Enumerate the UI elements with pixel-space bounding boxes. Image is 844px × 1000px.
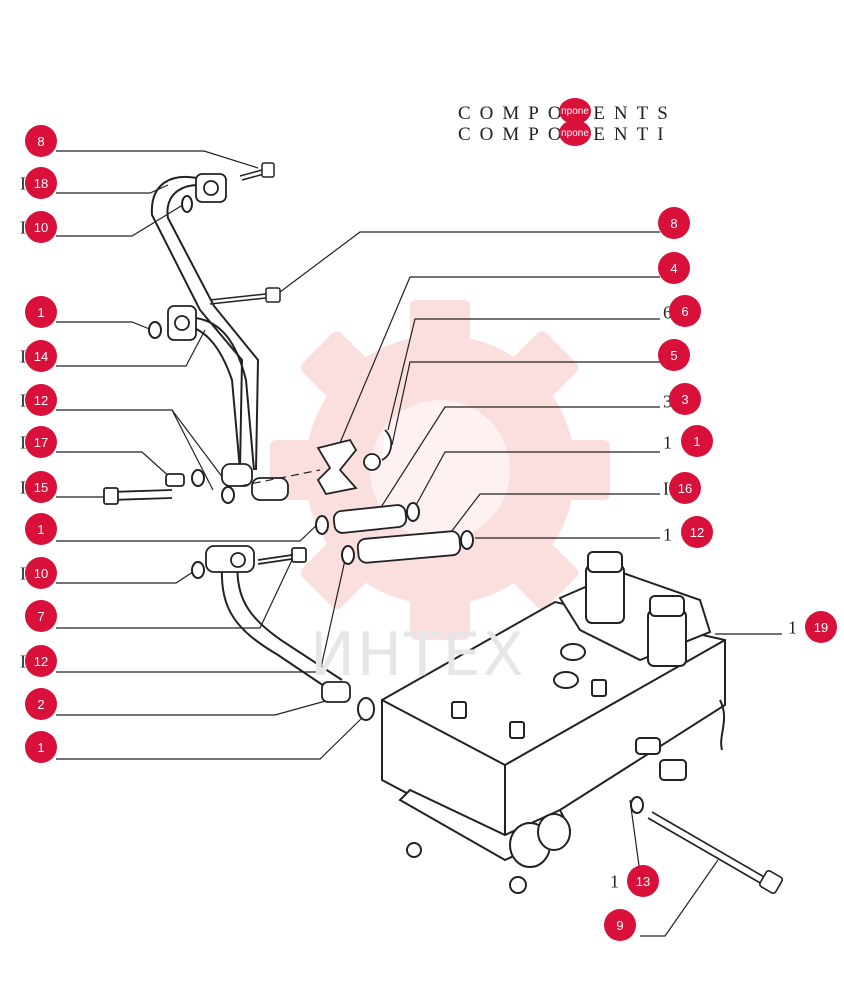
ghost-label: I bbox=[20, 346, 26, 367]
callout-part-18[interactable]: 18 bbox=[25, 167, 57, 199]
ghost-label: I bbox=[20, 432, 26, 453]
callout-part-1[interactable]: 1 bbox=[25, 296, 57, 328]
callout-part-7[interactable]: 7 bbox=[25, 600, 57, 632]
ghost-label: I bbox=[663, 478, 669, 499]
callout-part-10[interactable]: 10 bbox=[25, 211, 57, 243]
ghost-label: I bbox=[20, 390, 26, 411]
callout-part-4[interactable]: 4 bbox=[658, 252, 690, 284]
lower-pipe bbox=[220, 559, 343, 691]
ghost-label: I bbox=[20, 477, 26, 498]
center-line bbox=[239, 469, 321, 487]
title-overlay-dot-2: npone bbox=[559, 120, 591, 146]
title-overlay-dot-1: npone bbox=[559, 98, 591, 124]
bolts-upper bbox=[209, 162, 281, 305]
long-bolt bbox=[647, 811, 783, 894]
callout-part-3[interactable]: 3 bbox=[669, 383, 701, 415]
callout-part-12[interactable]: 12 bbox=[25, 384, 57, 416]
callout-part-19[interactable]: 19 bbox=[805, 611, 837, 643]
callout-part-5[interactable]: 5 bbox=[658, 339, 690, 371]
ghost-label: 1 bbox=[788, 617, 797, 638]
ghost-label: I bbox=[20, 651, 26, 672]
callout-part-15[interactable]: 15 bbox=[25, 471, 57, 503]
callout-part-13[interactable]: 13 bbox=[627, 865, 659, 897]
callout-part-1[interactable]: 1 bbox=[25, 731, 57, 763]
ghost-label: 1 bbox=[610, 871, 619, 892]
ghost-label: 3 bbox=[663, 391, 672, 412]
leader-lines bbox=[56, 150, 782, 937]
callout-part-10[interactable]: 10 bbox=[25, 557, 57, 589]
ghost-label: 1 bbox=[663, 524, 672, 545]
lower-flange bbox=[205, 545, 351, 703]
upper-flange bbox=[167, 173, 227, 341]
callout-part-6[interactable]: 6 bbox=[669, 295, 701, 327]
callout-part-8[interactable]: 8 bbox=[658, 207, 690, 239]
clip-and-clamp bbox=[316, 429, 392, 496]
callout-part-12[interactable]: 12 bbox=[681, 516, 713, 548]
callout-part-8[interactable]: 8 bbox=[25, 125, 57, 157]
callout-part-1[interactable]: 1 bbox=[681, 425, 713, 457]
o-rings bbox=[148, 195, 644, 814]
callout-part-9[interactable]: 9 bbox=[604, 909, 636, 941]
watermark-text: ИНТЕХ bbox=[310, 620, 526, 690]
sleeves bbox=[332, 504, 462, 564]
ghost-label: I bbox=[20, 217, 26, 238]
connector-fittings bbox=[103, 463, 289, 505]
callout-part-14[interactable]: 14 bbox=[25, 340, 57, 372]
watermark-gear-hole bbox=[370, 400, 510, 540]
callout-part-12[interactable]: 12 bbox=[25, 645, 57, 677]
ghost-label: I bbox=[20, 563, 26, 584]
valve-block bbox=[381, 551, 726, 894]
ghost-label: 1 bbox=[663, 432, 672, 453]
callout-part-17[interactable]: 17 bbox=[25, 426, 57, 458]
ghost-label: I bbox=[20, 173, 26, 194]
callout-part-1[interactable]: 1 bbox=[25, 513, 57, 545]
callout-part-16[interactable]: 16 bbox=[669, 472, 701, 504]
callout-part-2[interactable]: 2 bbox=[25, 688, 57, 720]
ghost-label: 6 bbox=[663, 302, 672, 323]
